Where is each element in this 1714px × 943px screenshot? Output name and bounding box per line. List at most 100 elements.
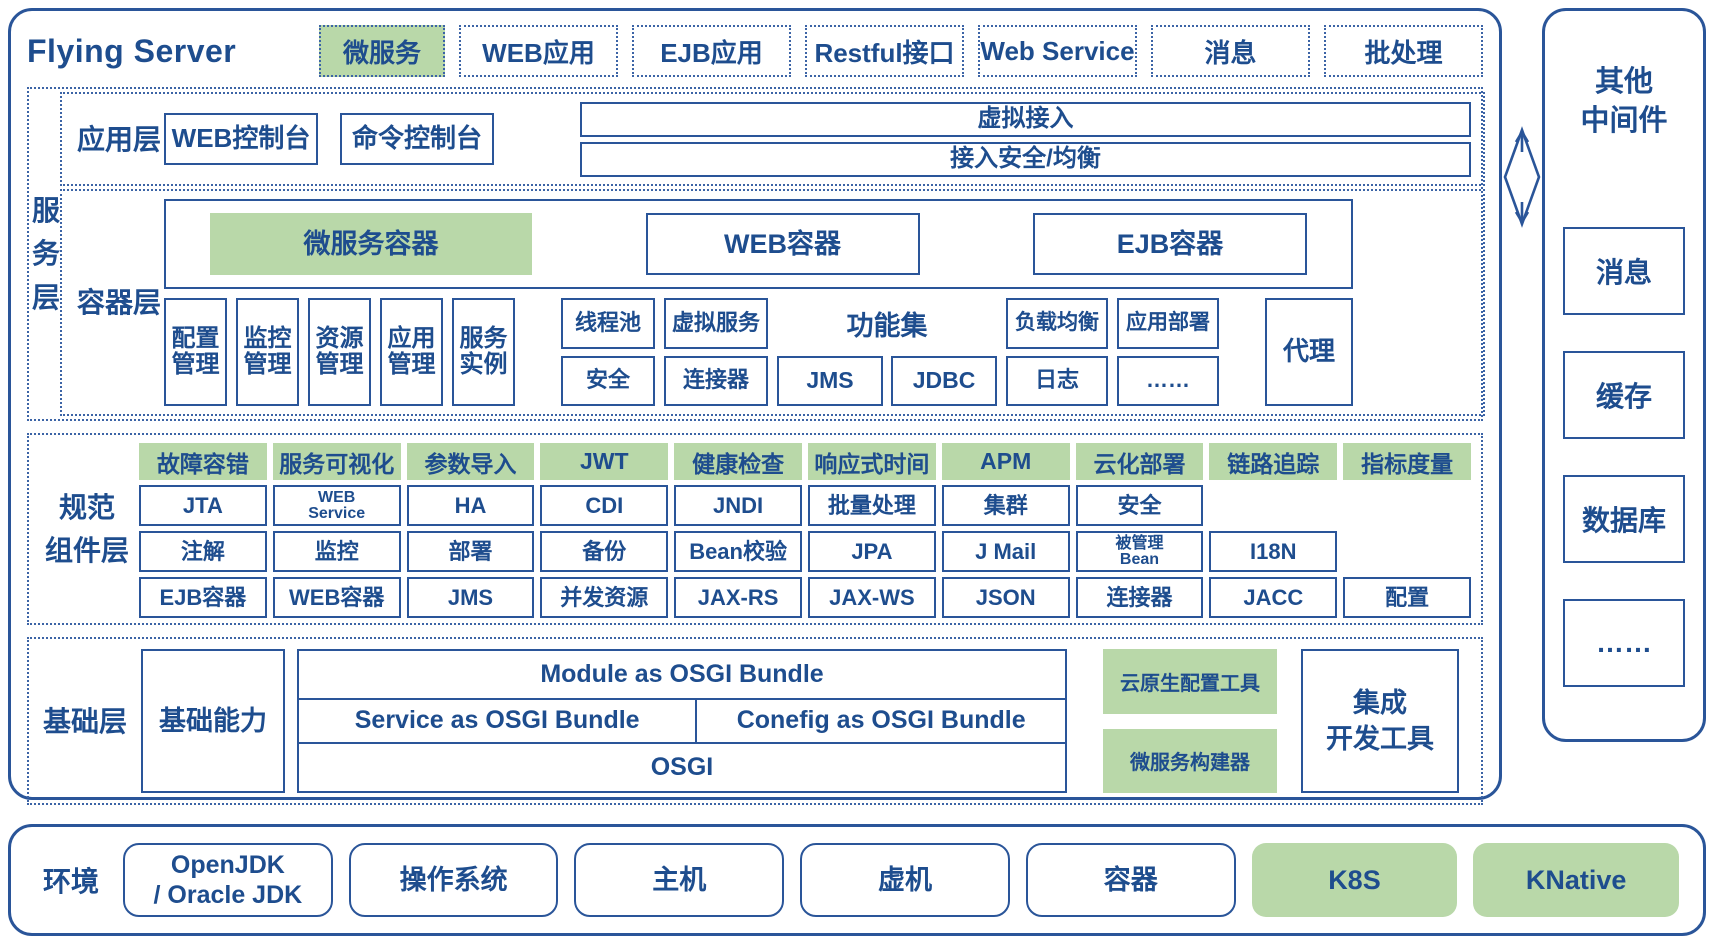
osgi-config-box: Conefig as OSGI Bundle bbox=[736, 706, 1026, 735]
base-capability-box: 基础能力 bbox=[141, 649, 285, 793]
capability-web-service: Web Service bbox=[978, 25, 1137, 77]
osgi-service-box: Service as OSGI Bundle bbox=[299, 699, 698, 743]
ejb-container-box: EJB容器 bbox=[1033, 213, 1308, 275]
env-jdk-box: OpenJDK / Oracle JDK bbox=[123, 843, 333, 917]
security-box: 安全 bbox=[561, 355, 656, 406]
container-layer-content: 微服务容器 WEB容器 EJB容器 配置 管理 监控 管理 资源 管理 应用 管… bbox=[164, 199, 1354, 406]
spec-header-cloud-deploy: 云化部署 bbox=[1075, 443, 1204, 480]
env-knative-box: KNative bbox=[1473, 843, 1680, 917]
app-mgmt-box: 应用 管理 bbox=[380, 298, 444, 406]
function-set-row: JMS JDBC bbox=[777, 355, 998, 406]
container-layer-section: 容器层 微服务容器 WEB容器 EJB容器 配置 管理 监控 管理 资源 管理 … bbox=[60, 189, 1486, 416]
spec-cell-web-service: WEB Service bbox=[272, 485, 401, 526]
service-layer-inner: 应用层 WEB控制台 命令控制台 虚拟接入 接入安全/均衡 容器层 微服务容器 … bbox=[60, 92, 1486, 416]
capability-microservice: 微服务 bbox=[319, 25, 445, 77]
spec-cell-jndi: JNDI bbox=[674, 485, 802, 526]
containers-group-box: 微服务容器 WEB容器 EJB容器 bbox=[164, 199, 1354, 289]
middleware-ellipsis-box: …… bbox=[1563, 599, 1685, 688]
other-middleware-title: 其他 中间件 bbox=[1580, 66, 1668, 138]
spec-cell-jta: JTA bbox=[139, 485, 267, 526]
osgi-stack: Module as OSGI Bundle Service as OSGI Bu… bbox=[297, 649, 1067, 793]
spec-component-layer-section: 规范 组件层 故障容错 服务可视化 参数导入 JWT 健康检查 响应式时间 AP… bbox=[27, 433, 1483, 625]
environment-panel: 环境 OpenJDK / Oracle JDK 操作系统 主机 虚机 容器 K8… bbox=[8, 824, 1706, 936]
proxy-box: 代理 bbox=[1265, 298, 1354, 406]
deploy-column: 应用部署 …… bbox=[1117, 298, 1220, 406]
spec-cell-jmail: J Mail bbox=[941, 531, 1070, 572]
spacer bbox=[1228, 298, 1256, 406]
ellipsis-box: …… bbox=[1117, 355, 1220, 406]
spec-cell-concurrent-resource: 并发资源 bbox=[540, 577, 669, 618]
web-container-box: WEB容器 bbox=[645, 213, 920, 275]
function-set-label: 功能集 bbox=[846, 310, 928, 341]
spec-cell-blank bbox=[1343, 531, 1471, 572]
osgi-middle-row: Service as OSGI Bundle Conefig as OSGI B… bbox=[299, 697, 1065, 745]
spec-header-health-check: 健康检查 bbox=[674, 443, 802, 480]
access-security-box: 接入安全/均衡 bbox=[580, 141, 1472, 177]
spec-cell-jms: JMS bbox=[406, 577, 535, 618]
app-deploy-box: 应用部署 bbox=[1117, 298, 1220, 349]
spec-header-param-import: 参数导入 bbox=[406, 443, 535, 480]
cmd-console-box: 命令控制台 bbox=[340, 113, 495, 165]
spec-cell-json: JSON bbox=[941, 577, 1070, 618]
function-set-group: 功能集 JMS JDBC bbox=[777, 298, 998, 406]
spec-cell-ha: HA bbox=[406, 485, 535, 526]
other-middleware-list: 消息 缓存 数据库 …… bbox=[1563, 227, 1685, 688]
microservice-container-box: 微服务容器 bbox=[210, 213, 533, 275]
capability-web-app: WEB应用 bbox=[459, 25, 618, 77]
spec-cell-backup: 备份 bbox=[540, 531, 669, 572]
middleware-message-box: 消息 bbox=[1563, 227, 1685, 316]
cloud-tools-column: 云原生配置工具 微服务构建器 bbox=[1103, 649, 1277, 793]
access-stack: 虚拟接入 接入安全/均衡 bbox=[580, 101, 1472, 177]
resource-mgmt-box: 资源 管理 bbox=[308, 298, 372, 406]
web-console-box: WEB控制台 bbox=[164, 113, 319, 165]
base-layer-label: 基础层 bbox=[42, 705, 127, 737]
env-os-box: 操作系统 bbox=[348, 843, 559, 917]
osgi-module-box: Module as OSGI Bundle bbox=[540, 659, 824, 688]
capability-message: 消息 bbox=[1151, 25, 1310, 77]
service-layer-section: 服 务 层 应用层 WEB控制台 命令控制台 虚拟接入 接入安全/均衡 容器层 bbox=[27, 87, 1486, 421]
environment-label: 环境 bbox=[42, 866, 99, 897]
integrated-dev-tools-box: 集成 开发工具 bbox=[1301, 649, 1459, 793]
log-box: 日志 bbox=[1006, 355, 1109, 406]
cloud-native-config-tool-box: 云原生配置工具 bbox=[1103, 649, 1277, 714]
virtual-service-column: 虚拟服务 连接器 bbox=[664, 298, 769, 406]
spec-cell-jax-ws: JAX-WS bbox=[808, 577, 936, 618]
threadpool-box: 线程池 bbox=[561, 298, 656, 349]
env-container-box: 容器 bbox=[1025, 843, 1236, 917]
spec-cell-jax-rs: JAX-RS bbox=[674, 577, 802, 618]
spec-layer-label: 规范 组件层 bbox=[44, 491, 129, 566]
osgi-core-box: OSGI bbox=[650, 753, 714, 782]
middleware-database-box: 数据库 bbox=[1563, 475, 1685, 564]
spec-cell-cdi: CDI bbox=[540, 485, 669, 526]
spec-cell-connector: 连接器 bbox=[1075, 577, 1204, 618]
microservice-builder-box: 微服务构建器 bbox=[1103, 728, 1277, 793]
spec-cell-web-container: WEB容器 bbox=[272, 577, 401, 618]
connector-box: 连接器 bbox=[664, 355, 769, 406]
spacer bbox=[524, 298, 552, 406]
spec-cell-cluster: 集群 bbox=[941, 485, 1070, 526]
env-host-box: 主机 bbox=[574, 843, 785, 917]
spec-header-service-visualization: 服务可视化 bbox=[272, 443, 401, 480]
main-panel: Flying Server 微服务 WEB应用 EJB应用 Restful接口 … bbox=[8, 8, 1502, 805]
spec-cell-blank bbox=[1209, 485, 1337, 526]
application-layer-section: 应用层 WEB控制台 命令控制台 虚拟接入 接入安全/均衡 bbox=[60, 92, 1486, 186]
spec-cell-jacc: JACC bbox=[1209, 577, 1338, 618]
container-tools-row: 配置 管理 监控 管理 资源 管理 应用 管理 服务 实例 线程池 安全 bbox=[164, 298, 1354, 406]
spec-cell-bean-validation: Bean校验 bbox=[674, 531, 802, 572]
spec-cell-monitor: 监控 bbox=[272, 531, 401, 572]
other-middleware-panel: 其他 中间件 消息 缓存 数据库 …… bbox=[1542, 8, 1706, 742]
virtual-access-box: 虚拟接入 bbox=[580, 101, 1472, 137]
env-k8s-box: K8S bbox=[1251, 843, 1458, 917]
monitor-mgmt-box: 监控 管理 bbox=[236, 298, 300, 406]
base-layer-section: 基础层 基础能力 Module as OSGI Bundle Service a… bbox=[27, 637, 1483, 805]
spec-cell-i18n: I18N bbox=[1209, 531, 1338, 572]
spec-grid: 故障容错 服务可视化 参数导入 JWT 健康检查 响应式时间 APM 云化部署 … bbox=[139, 443, 1471, 618]
load-balance-box: 负载均衡 bbox=[1006, 298, 1109, 349]
env-vm-box: 虚机 bbox=[800, 843, 1010, 917]
config-mgmt-box: 配置 管理 bbox=[164, 298, 228, 406]
service-layer-label: 服 务 层 bbox=[32, 194, 61, 313]
spec-header-fault-tolerance: 故障容错 bbox=[139, 443, 267, 480]
spec-cell-deploy: 部署 bbox=[406, 531, 535, 572]
spec-cell-managed-bean: 被管理 Bean bbox=[1075, 531, 1204, 572]
